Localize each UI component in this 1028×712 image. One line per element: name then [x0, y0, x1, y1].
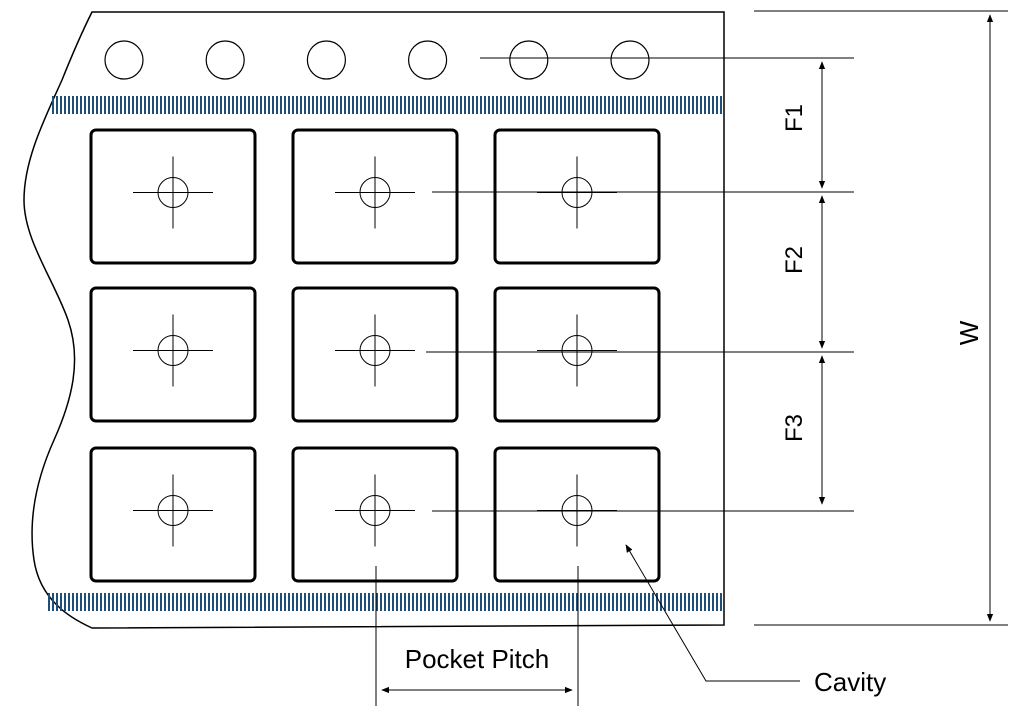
- pocket-cavity: [89, 286, 257, 423]
- pocket-outline: [89, 128, 257, 265]
- pocket-outline: [89, 446, 257, 583]
- perforation-strip-bottom: [48, 593, 722, 611]
- sprocket-hole: [104, 40, 144, 80]
- cavity-leader-line: [625, 544, 800, 682]
- pocket-cavity: [493, 128, 661, 265]
- pocket-outline: [291, 128, 459, 265]
- pocket-outline: [493, 286, 661, 423]
- pocket-outline: [291, 446, 459, 583]
- pocket-cavity: [291, 128, 459, 265]
- pockets: [89, 128, 661, 583]
- cavity-label: Cavity: [814, 667, 886, 697]
- f3-label: F3: [781, 414, 808, 442]
- dimension-arrows: [375, 14, 994, 706]
- f2-label: F2: [781, 246, 808, 274]
- reference-lines: [426, 10, 1008, 626]
- perforation-strip-top: [52, 96, 722, 114]
- sprocket-hole: [509, 40, 549, 80]
- f1-label: F1: [781, 104, 808, 132]
- pocket-cavity: [89, 128, 257, 265]
- pocket-cavity: [291, 446, 459, 583]
- pocket-cavity: [493, 446, 661, 583]
- pocket-outline: [493, 446, 661, 583]
- pocket-cavity: [493, 286, 661, 423]
- pocket-pitch-label: Pocket Pitch: [405, 644, 550, 674]
- pocket-cavity: [291, 286, 459, 423]
- sprocket-hole: [205, 40, 245, 80]
- sprocket-hole: [306, 40, 346, 80]
- pocket-cavity: [89, 446, 257, 583]
- pocket-outline: [493, 128, 661, 265]
- w-label: W: [954, 320, 984, 345]
- pocket-outline: [89, 286, 257, 423]
- pocket-outline: [291, 286, 459, 423]
- sprocket-hole: [610, 40, 650, 80]
- sprocket-hole: [408, 40, 448, 80]
- sprocket-holes: [104, 40, 650, 80]
